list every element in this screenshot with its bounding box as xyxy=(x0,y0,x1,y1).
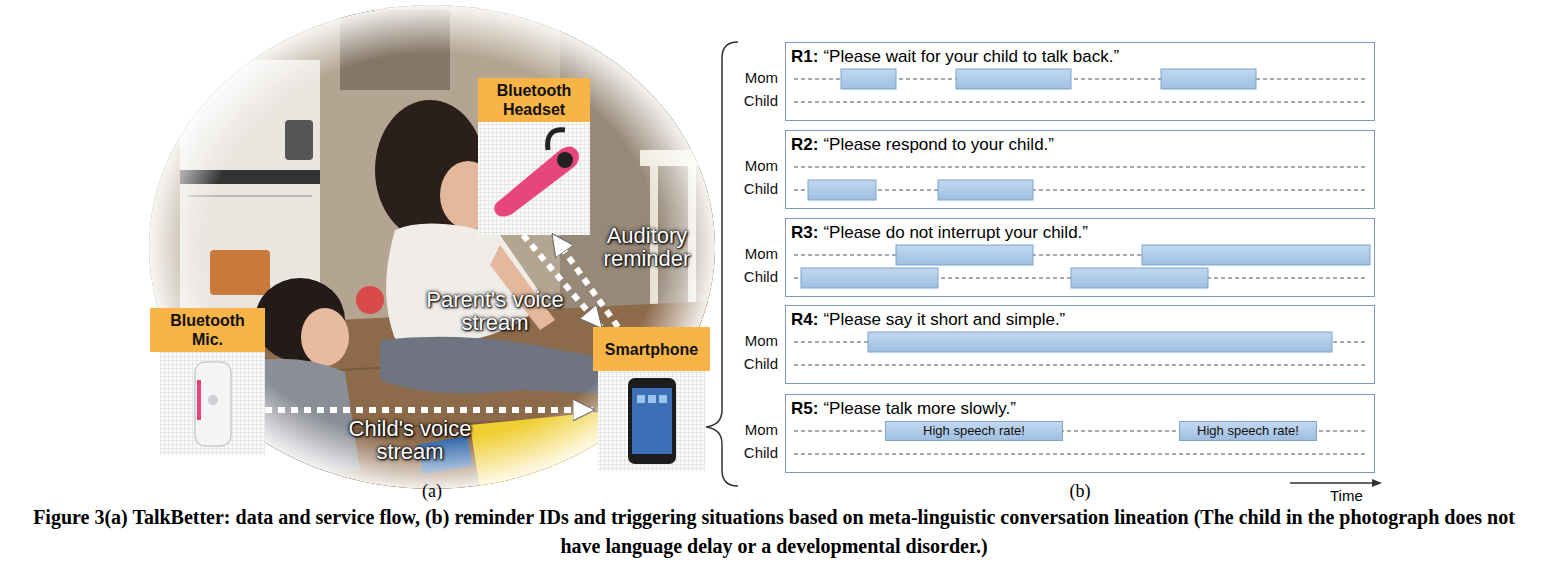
device-label: Bluetooth Headset xyxy=(478,78,590,122)
reminder-id: R1: xyxy=(791,47,818,66)
speaker-label: Child xyxy=(744,444,778,462)
speaker-label: Child xyxy=(744,92,778,110)
reminder-panel: R5: “Please talk more slowly.” High speech… xyxy=(785,394,1375,473)
phone-picture xyxy=(598,371,705,471)
speaker-label: Mom xyxy=(745,245,778,263)
speaker-track xyxy=(794,190,1368,191)
device-label: Bluetooth Mic. xyxy=(150,308,265,352)
reminder-panel: R3: “Please do not interrupt your child.” xyxy=(785,218,1375,297)
device-box: Bluetooth Headset xyxy=(478,78,590,235)
speech-bar xyxy=(808,180,876,200)
subfigure-label: (b) xyxy=(1070,481,1091,501)
speaker-label: Mom xyxy=(745,421,778,439)
subfigure-label: (a) xyxy=(422,481,442,501)
speech-bar xyxy=(801,268,938,288)
vignette xyxy=(149,5,715,489)
device-box: Bluetooth Mic. xyxy=(150,308,265,455)
reminder-text: “Please talk more slowly.” xyxy=(823,399,1015,418)
reminder-panel: R1: “Please wait for your child to talk b… xyxy=(785,42,1375,121)
figure-caption: Figure 3(a) TalkBetter: data and service… xyxy=(20,503,1528,561)
speaker-label: Mom xyxy=(745,69,778,87)
speaker-label: Mom xyxy=(745,332,778,350)
speech-bar xyxy=(938,180,1033,200)
bar-text: High speech rate! xyxy=(1197,423,1299,438)
data-stream-arrow xyxy=(265,407,593,413)
rect-part xyxy=(648,395,656,403)
reminder-panel: R4: “Please say it short and simple.” xyxy=(785,305,1375,384)
bar-text: High speech rate! xyxy=(923,423,1025,438)
device-box: Smartphone xyxy=(593,327,710,471)
path-part xyxy=(548,130,565,150)
reminder-text: “Please respond to your child.” xyxy=(823,135,1054,154)
speech-bar: High speech rate! xyxy=(885,421,1063,441)
bracket xyxy=(706,42,738,486)
speaker-label: Mom xyxy=(745,157,778,175)
reminder-id: R5: xyxy=(791,399,818,418)
speech-bar xyxy=(896,245,1033,265)
axis-label: Time xyxy=(1330,487,1363,505)
reminder-title: R4: “Please say it short and simple.” xyxy=(791,310,1065,330)
speech-bar: High speech rate! xyxy=(1179,421,1317,441)
speaker-track xyxy=(794,454,1368,455)
rect-part xyxy=(197,380,201,420)
wall xyxy=(140,0,730,500)
photo-scene xyxy=(140,0,730,500)
stream-label: Parent's voice stream xyxy=(425,288,565,334)
speaker-track xyxy=(794,167,1368,168)
rect-part xyxy=(628,378,676,464)
circle-part xyxy=(208,395,218,405)
speech-bar xyxy=(1071,268,1208,288)
reminder-id: R3: xyxy=(791,223,818,242)
rect-part xyxy=(637,395,645,403)
reminder-text: “Please do not interrupt your child.” xyxy=(823,223,1088,242)
speech-bar xyxy=(841,69,896,89)
speaker-label: Child xyxy=(744,268,778,286)
rect-part xyxy=(598,371,705,471)
reminder-title: R2: “Please respond to your child.” xyxy=(791,135,1054,155)
speech-bar xyxy=(868,332,1332,352)
rect-part xyxy=(632,388,672,454)
rect-part xyxy=(659,395,667,403)
reminder-text: “Please wait for your child to talk back… xyxy=(823,47,1119,66)
speech-bar xyxy=(1161,69,1256,89)
rect-part xyxy=(478,122,590,235)
mic-picture xyxy=(160,352,265,455)
reminder-panel: R2: “Please respond to your child.” xyxy=(785,130,1375,209)
time-axis xyxy=(1290,482,1374,484)
reminder-text: “Please say it short and simple.” xyxy=(823,310,1065,329)
circle-part xyxy=(557,152,573,168)
reminder-title: R1: “Please wait for your child to talk b… xyxy=(791,47,1119,67)
rect-part xyxy=(195,362,231,446)
reminder-title: R3: “Please do not interrupt your child.” xyxy=(791,223,1088,243)
path-part xyxy=(494,146,579,216)
reminder-title: R5: “Please talk more slowly.” xyxy=(791,399,1016,419)
speaker-label: Child xyxy=(744,180,778,198)
stream-label: Auditory reminder xyxy=(594,224,700,270)
time-arrowhead xyxy=(1372,479,1382,487)
reminder-id: R4: xyxy=(791,310,818,329)
stream-label: Child's voice stream xyxy=(335,417,485,463)
headset-picture xyxy=(478,122,590,235)
speech-bar xyxy=(956,69,1071,89)
speech-bar xyxy=(1142,245,1370,265)
device-label: Smartphone xyxy=(593,327,710,371)
speaker-track xyxy=(794,365,1368,366)
speaker-track xyxy=(794,102,1368,103)
rect-part xyxy=(160,352,265,455)
speaker-label: Child xyxy=(744,355,778,373)
reminder-id: R2: xyxy=(791,135,818,154)
